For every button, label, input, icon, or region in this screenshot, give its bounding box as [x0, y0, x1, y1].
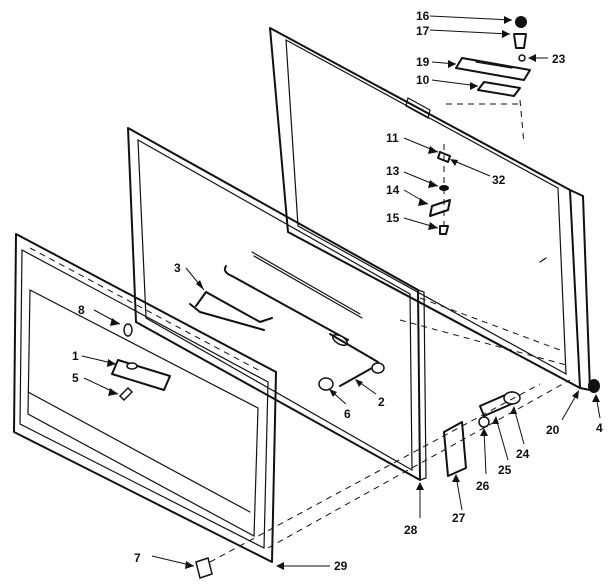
callout-32: 32 — [492, 173, 506, 187]
callout-8: 8 — [78, 303, 85, 317]
callout-2: 2 — [378, 395, 385, 409]
callout-3: 3 — [174, 261, 181, 275]
callout-19: 19 — [416, 55, 430, 69]
callout-6: 6 — [344, 407, 351, 421]
bottom-hinge — [443, 379, 600, 477]
callout-26: 26 — [476, 479, 490, 493]
callout-1: 1 — [72, 349, 79, 363]
callout-24: 24 — [516, 447, 530, 461]
callout-23: 23 — [552, 52, 566, 66]
callout-16: 16 — [416, 9, 430, 23]
callout-4: 4 — [596, 421, 603, 435]
middle-glass-frame — [127, 127, 427, 481]
callout-20: 20 — [546, 423, 560, 437]
callout-29: 29 — [334, 559, 348, 573]
callout-5: 5 — [72, 371, 79, 385]
leader-lines — [81, 15, 601, 570]
rear-door-panel — [269, 27, 591, 391]
callout-25: 25 — [498, 463, 512, 477]
callout-15: 15 — [386, 211, 400, 225]
top-hardware — [446, 16, 531, 145]
handle-rods — [189, 251, 363, 347]
callout-13: 13 — [386, 164, 400, 178]
callout-labels: 16 17 19 23 10 11 32 13 14 15 3 8 1 5 6 … — [72, 9, 603, 573]
callout-17: 17 — [416, 24, 430, 38]
callout-28: 28 — [404, 523, 418, 537]
alignment-lines — [195, 297, 571, 579]
front-door-panel — [13, 233, 277, 563]
callout-7: 7 — [134, 551, 141, 565]
callout-14: 14 — [386, 183, 400, 197]
lamp-socket-assembly — [318, 333, 385, 391]
callout-10: 10 — [416, 73, 430, 87]
hinge-hardware — [429, 144, 451, 235]
latch-plate — [111, 323, 171, 402]
callout-11: 11 — [386, 131, 399, 145]
callout-27: 27 — [452, 511, 466, 525]
